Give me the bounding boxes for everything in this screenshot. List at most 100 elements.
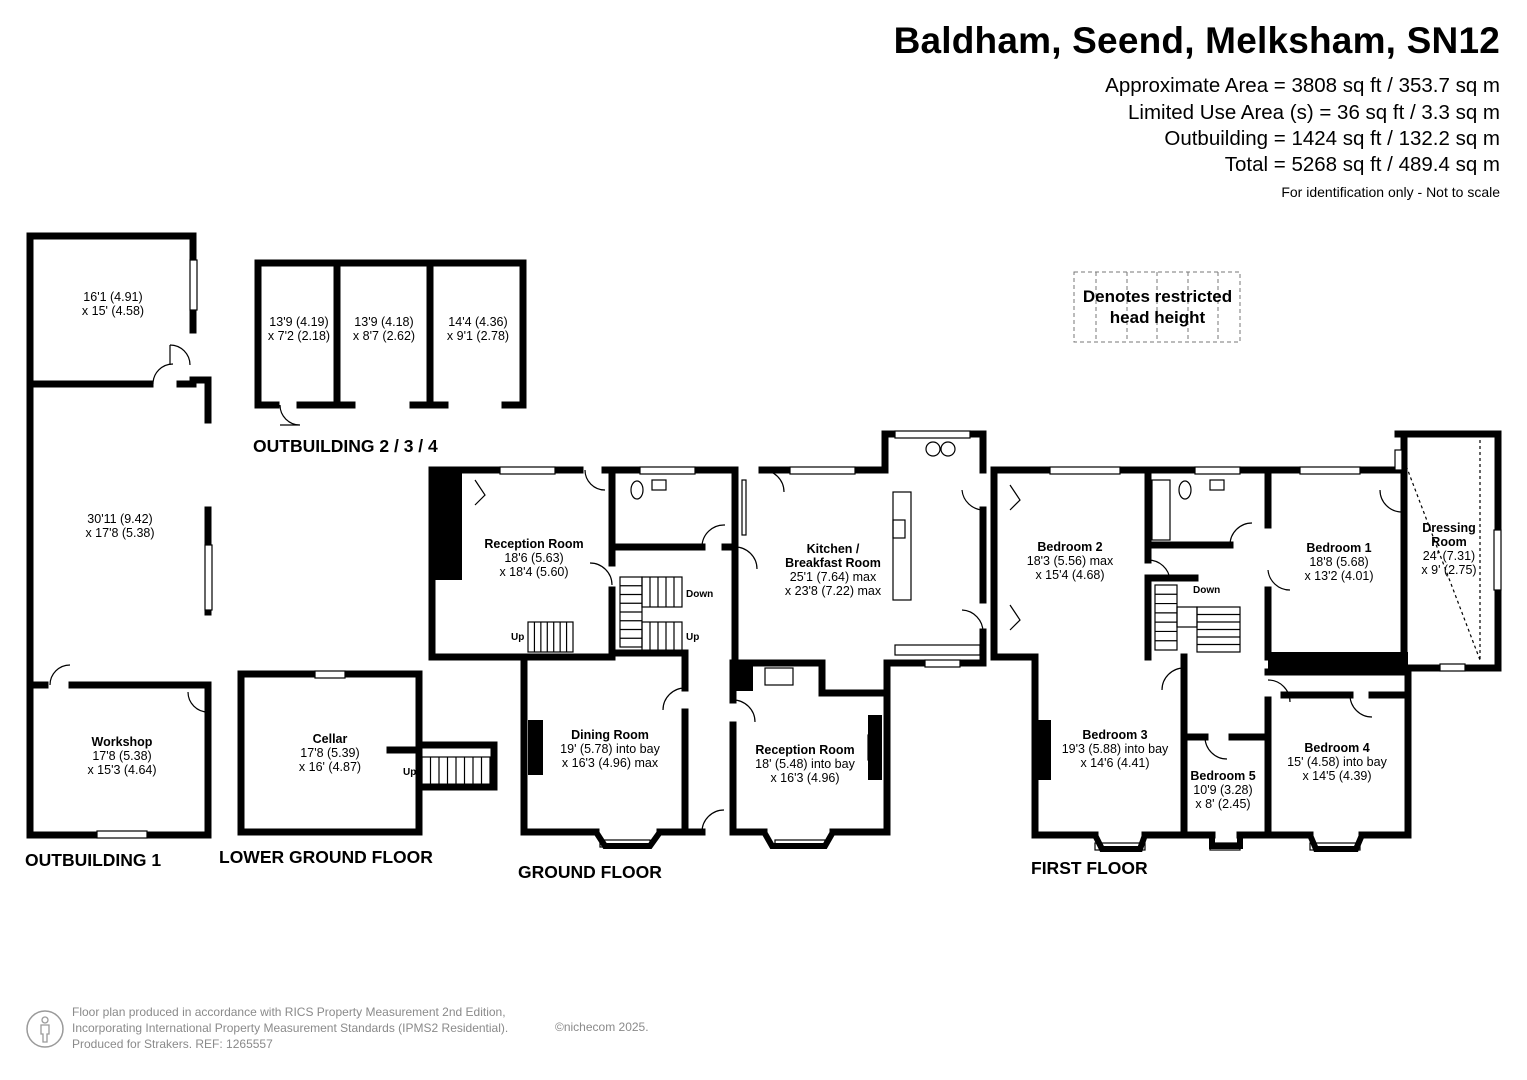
- stair-up-label: Up: [403, 767, 417, 778]
- stair-down-label: Down: [1193, 585, 1221, 596]
- room-name: Cellar: [312, 732, 348, 746]
- room-dim: 13'9 (4.18): [354, 315, 414, 329]
- floor-label-outbuilding-1: OUTBUILDING 1: [25, 850, 162, 870]
- room-dim: x 16' (4.87): [298, 760, 362, 774]
- room-dim: x 9' (2.75): [1421, 563, 1477, 577]
- room-dim: 17'8 (5.39): [300, 746, 360, 760]
- room-dim: x 18'4 (5.60): [499, 565, 569, 579]
- room-dim: x 16'3 (4.96) max: [561, 756, 659, 770]
- legend-line-2: head height: [1109, 308, 1206, 327]
- bay-windows: [593, 830, 1365, 852]
- room-dim: x 23'8 (7.22) max: [784, 584, 882, 598]
- room-name: Dining Room: [571, 728, 649, 742]
- room-kitchen: Kitchen / Breakfast Room 25'1 (7.64) max…: [785, 542, 881, 598]
- room-dim: x 13'2 (4.01): [1304, 569, 1374, 583]
- room-bedroom-1: Bedroom 1 18'8 (5.68) x 13'2 (4.01): [1304, 541, 1373, 583]
- room-bedroom-2: Bedroom 2 18'3 (5.56) max x 15'4 (4.68): [1027, 540, 1113, 582]
- room-ob2: 13'9 (4.19) x 7'2 (2.18): [268, 315, 330, 343]
- room-bedroom-3: Bedroom 3 19'3 (5.88) into bay x 14'6 (4…: [1062, 728, 1169, 770]
- room-name: Reception Room: [755, 743, 855, 757]
- room-name: Reception Room: [484, 537, 584, 551]
- room-dim: x 14'5 (4.39): [1302, 769, 1372, 783]
- room-dim: x 7'2 (2.18): [267, 329, 331, 343]
- room-ob1-top: 16'1 (4.91) x 15' (4.58): [82, 290, 144, 318]
- copyright: ©nichecom 2025.: [555, 1020, 649, 1034]
- room-dim: 16'1 (4.91): [83, 290, 143, 304]
- footer-line-1: Floor plan produced in accordance with R…: [72, 1005, 506, 1019]
- room-dim: 18'6 (5.63): [504, 551, 564, 565]
- stair-outline: [641, 576, 683, 608]
- room-reception-1: Reception Room 18'6 (5.63) x 18'4 (5.60): [484, 537, 583, 579]
- room-dim: 19' (5.78) into bay: [560, 742, 660, 756]
- room-dim: 18'8 (5.68): [1309, 555, 1369, 569]
- floor-label-lower-ground: LOWER GROUND FLOOR: [219, 847, 433, 867]
- doors: [49, 344, 1403, 833]
- room-dim: 15' (4.58) into bay: [1287, 755, 1387, 769]
- room-dim: x 15'4 (4.68): [1035, 568, 1105, 582]
- room-dim: 18'3 (5.56) max: [1026, 554, 1114, 568]
- outbuilding-234-walls: [254, 259, 527, 409]
- footer-line-2: Incorporating International Property Mea…: [72, 1021, 509, 1035]
- room-dim: 17'8 (5.38): [92, 749, 152, 763]
- floor-label-outbuilding-234: OUTBUILDING 2 / 3 / 4: [253, 436, 438, 456]
- restricted-head-height-legend: Denotes restricted head height: [1075, 286, 1240, 328]
- room-dim: x 15'3 (4.64): [87, 763, 157, 777]
- room-bedroom-4: Bedroom 4 15' (4.58) into bay x 14'5 (4.…: [1287, 741, 1387, 783]
- limited-use-area: Limited Use Area (s) = 36 sq ft / 3.3 sq…: [1127, 101, 1500, 124]
- room-name: Bedroom 5: [1190, 769, 1256, 783]
- outbuilding-area: Outbuilding = 1424 sq ft / 132.2 sq m: [1164, 127, 1500, 150]
- room-dim: 13'9 (4.19): [269, 315, 329, 329]
- room-name: Bedroom 2: [1037, 540, 1103, 554]
- approximate-area: Approximate Area = 3808 sq ft / 353.7 sq…: [1105, 74, 1500, 97]
- footer-line-3: Produced for Strakers. REF: 1265557: [72, 1037, 273, 1051]
- room-bedroom-5: Bedroom 5 10'9 (3.28) x 8' (2.45): [1190, 769, 1255, 811]
- room-name: Kitchen /: [806, 542, 860, 556]
- fixtures: [442, 440, 1481, 761]
- solid-wall-fills: [432, 470, 1408, 670]
- room-ob1-main: 30'11 (9.42) x 17'8 (5.38): [85, 512, 154, 540]
- room-dressing: Dressing Room 24' (7.31) x 9' (2.75): [1421, 521, 1476, 577]
- stair-down-label: Down: [686, 589, 714, 600]
- room-name: Bedroom 3: [1082, 728, 1148, 742]
- room-dim: 18' (5.48) into bay: [755, 757, 855, 771]
- room-ob4: 14'4 (4.36) x 9'1 (2.78): [447, 315, 509, 343]
- room-name: Workshop: [91, 735, 153, 749]
- room-dim: 19'3 (5.88) into bay: [1061, 742, 1169, 756]
- legend-line-1: Denotes restricted: [1082, 287, 1233, 306]
- cellar-walls: [237, 670, 498, 836]
- stair-up-label: Up: [686, 632, 700, 643]
- room-dim: 30'11 (9.42): [87, 512, 153, 526]
- stair-outline: [1176, 606, 1198, 628]
- stair-up-label: Up: [511, 632, 525, 643]
- room-name: Bedroom 1: [1306, 541, 1372, 555]
- floor-label-ground: GROUND FLOOR: [518, 862, 662, 882]
- floor-label-first: FIRST FLOOR: [1031, 858, 1148, 878]
- room-dim: x 14'6 (4.41): [1080, 756, 1150, 770]
- room-dim: x 8'7 (2.62): [352, 329, 416, 343]
- restricted-legend-box: [1073, 271, 1241, 343]
- room-dim: x 15' (4.58): [81, 304, 145, 318]
- scale-note: For identification only - Not to scale: [1281, 184, 1500, 200]
- total-area: Total = 5268 sq ft / 489.4 sq m: [1224, 153, 1500, 176]
- outbuilding-1-walls: [26, 232, 212, 839]
- room-name: Dressing: [1422, 521, 1476, 535]
- room-dim: 10'9 (3.28): [1193, 783, 1253, 797]
- room-dim: 25'1 (7.64) max: [789, 570, 877, 584]
- stair-outline: [527, 621, 574, 653]
- room-ob3: 13'9 (4.18) x 8'7 (2.62): [353, 315, 415, 343]
- room-dim: 14'4 (4.36): [448, 315, 508, 329]
- chimney-breasts: [528, 663, 1051, 780]
- room-workshop: Workshop 17'8 (5.38) x 15'3 (4.64): [87, 735, 156, 777]
- room-dim: x 9'1 (2.78): [446, 329, 510, 343]
- room-reception-2: Reception Room 18' (5.48) into bay x 16'…: [755, 743, 855, 785]
- room-dim: 24' (7.31): [1422, 549, 1476, 563]
- room-dim: x 8' (2.45): [1195, 797, 1251, 811]
- room-name-2: Room: [1431, 535, 1467, 549]
- staircases: [421, 576, 1241, 786]
- page-title: Baldham, Seend, Melksham, SN12: [893, 20, 1500, 61]
- room-dining: Dining Room 19' (5.78) into bay x 16'3 (…: [560, 728, 660, 770]
- room-name: Bedroom 4: [1304, 741, 1370, 755]
- footer-text: Floor plan produced in accordance with R…: [72, 1004, 508, 1052]
- person-logo-icon: [26, 1010, 64, 1048]
